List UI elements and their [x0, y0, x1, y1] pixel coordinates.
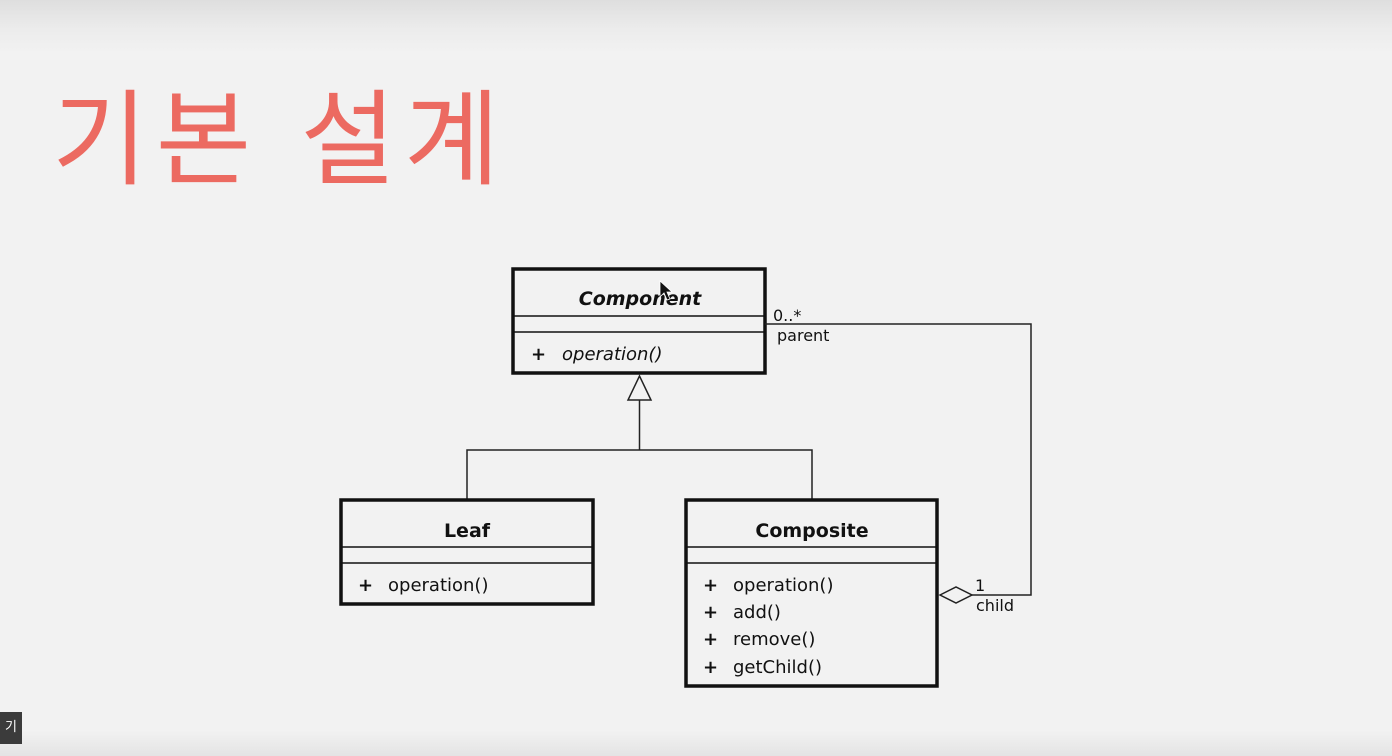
- composite-getchild: getChild(): [733, 657, 822, 678]
- visibility-public: +: [358, 575, 373, 596]
- visibility-public: +: [703, 629, 718, 650]
- window-top-bar: [0, 0, 1392, 54]
- visibility-public: +: [703, 657, 718, 678]
- aggregation-association: 0..* parent 1 child: [765, 306, 1032, 615]
- class-component: Component + operation(): [511, 267, 767, 375]
- class-name-component: Component: [579, 288, 702, 310]
- composite-operation: operation(): [733, 575, 833, 596]
- child-multiplicity: 1: [975, 576, 985, 595]
- visibility-public: +: [531, 344, 546, 365]
- leaf-operation: operation(): [388, 575, 488, 596]
- parent-multiplicity: 0..*: [773, 306, 801, 325]
- inheritance-arrow-icon: [626, 374, 653, 401]
- composite-add: add(): [733, 602, 781, 623]
- generalization-connector: [466, 374, 813, 500]
- slide-title: 기본 설계: [52, 79, 508, 201]
- composite-remove: remove(): [733, 629, 815, 650]
- bottom-fade: [0, 730, 1392, 756]
- class-leaf: Leaf + operation(): [339, 498, 595, 606]
- child-role: child: [976, 596, 1014, 615]
- visibility-public: +: [703, 602, 718, 623]
- mouse-cursor-icon: [659, 280, 674, 301]
- bottom-left-badge[interactable]: 기: [0, 712, 22, 744]
- class-name-leaf: Leaf: [444, 520, 491, 542]
- class-composite: Composite + operation() + add() + remove…: [684, 498, 939, 688]
- parent-role: parent: [777, 326, 829, 345]
- component-operation: operation(): [562, 344, 662, 365]
- visibility-public: +: [703, 575, 718, 596]
- aggregation-diamond-icon: [938, 586, 974, 604]
- class-name-composite: Composite: [755, 520, 868, 542]
